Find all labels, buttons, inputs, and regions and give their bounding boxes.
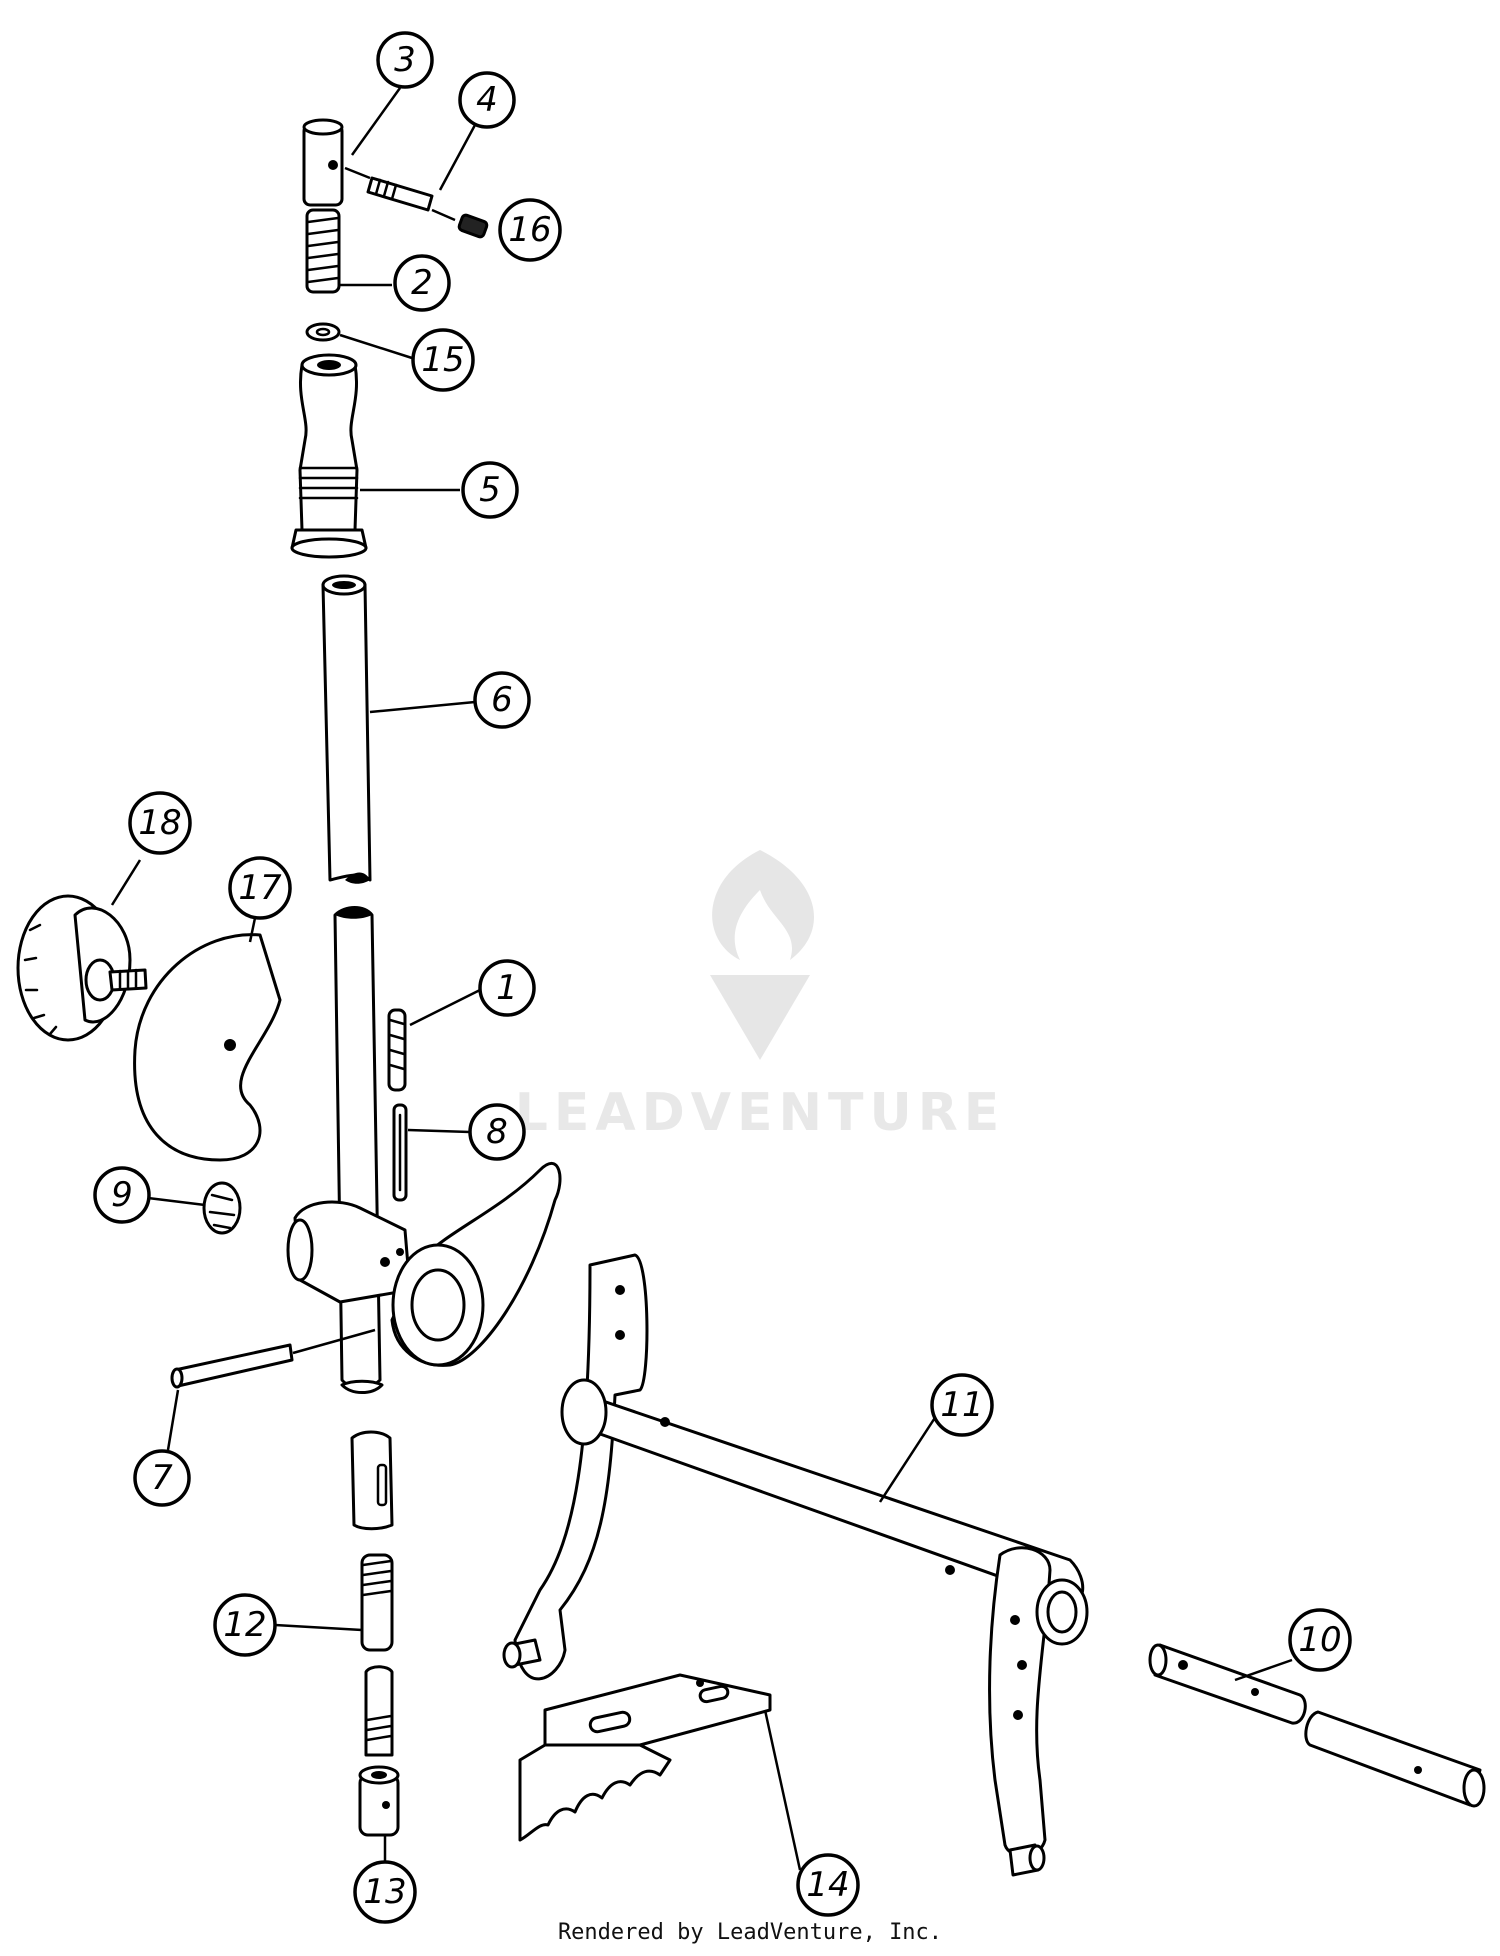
callout-17-label: 17 <box>238 868 282 908</box>
callout-16-label: 16 <box>508 210 551 250</box>
callout-14-label: 14 <box>806 1865 849 1905</box>
callout-10-label: 10 <box>1298 1620 1341 1660</box>
callout-4-label: 4 <box>476 80 498 120</box>
callout-15: 15 <box>411 328 475 392</box>
part-lower-tube <box>333 906 382 1389</box>
callout-5: 5 <box>461 461 519 519</box>
part-17-quadrant-plate <box>133 933 282 1162</box>
part-8-pin <box>392 1103 408 1202</box>
watermark-text: LEADVENTURE <box>515 1083 1006 1143</box>
callout-10: 10 <box>1288 1608 1352 1672</box>
part-14-notched-rack <box>518 1673 772 1842</box>
callout-9: 9 <box>93 1166 151 1224</box>
callout-6: 6 <box>473 671 531 729</box>
callout-13: 13 <box>353 1860 417 1924</box>
part-10-axle <box>1148 1643 1486 1808</box>
callout-12: 12 <box>213 1593 277 1657</box>
callout-14: 14 <box>796 1853 860 1917</box>
callout-11: 11 <box>930 1373 994 1437</box>
callout-1: 1 <box>478 959 536 1017</box>
callout-13-label: 13 <box>363 1872 406 1912</box>
part-13-coupling <box>358 1765 400 1837</box>
callout-18: 18 <box>128 791 192 855</box>
part-18-knob <box>16 894 148 1042</box>
footer-credit: Rendered by LeadVenture, Inc. <box>557 1920 943 1945</box>
callout-2: 2 <box>393 254 451 312</box>
callout-9-label: 9 <box>111 1175 133 1215</box>
callout-8-label: 8 <box>486 1112 508 1152</box>
part-15-washer <box>305 322 341 342</box>
part-2-spring <box>305 208 341 294</box>
callout-3: 3 <box>376 31 434 89</box>
callout-6-label: 6 <box>491 680 513 720</box>
callout-16: 16 <box>498 198 562 262</box>
part-pivot-hub <box>286 1162 562 1394</box>
callout-4: 4 <box>458 71 516 129</box>
callout-17: 17 <box>228 856 292 920</box>
part-4-threaded-stud <box>344 166 456 222</box>
callout-7-label: 7 <box>151 1458 173 1498</box>
part-5-handle-grip <box>290 353 368 559</box>
part-1-roll-pin <box>387 1008 407 1092</box>
callout-5-label: 5 <box>479 470 501 510</box>
callout-3-label: 3 <box>394 40 416 80</box>
callout-15-label: 15 <box>421 340 464 380</box>
leader-lines <box>110 87 1293 1871</box>
part-16-set-screw <box>457 213 489 239</box>
callout-8: 8 <box>468 1103 526 1161</box>
callout-7: 7 <box>133 1449 191 1507</box>
part-lower-rod <box>350 1430 394 1531</box>
callout-18-label: 18 <box>138 803 181 843</box>
part-7-cross-pin <box>170 1328 376 1389</box>
part-9-lock-washer <box>202 1181 242 1235</box>
callout-11-label: 11 <box>940 1385 983 1425</box>
part-6-upper-tube <box>321 574 372 884</box>
callout-2-label: 2 <box>411 263 433 303</box>
callout-12-label: 12 <box>223 1605 266 1645</box>
part-3-pin-cap <box>302 118 344 207</box>
callout-1-label: 1 <box>496 968 518 1008</box>
watermark-logo: LEADVENTURE <box>515 850 1006 1143</box>
part-12-threaded-stud <box>360 1553 394 1652</box>
part-11-frame-shaft <box>502 1253 1089 1877</box>
part-lower-threaded-piece <box>364 1665 394 1757</box>
